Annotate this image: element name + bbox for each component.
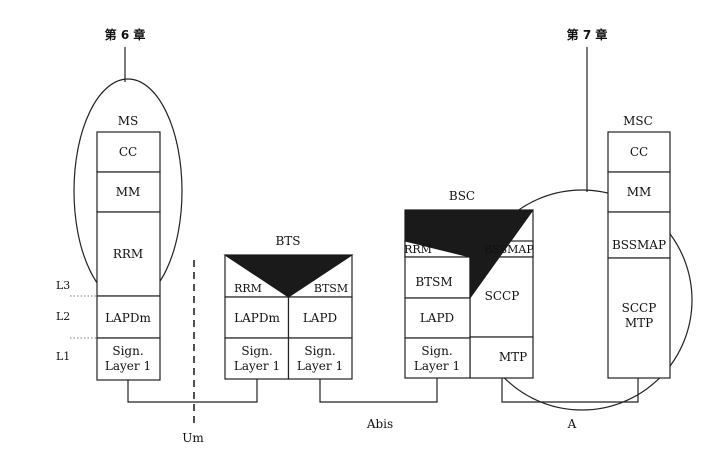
abis-interface-label: Abis	[366, 417, 393, 431]
layer-l1-label: L1	[56, 350, 70, 363]
bts-stack	[223, 254, 354, 380]
bsc-bssmap-label: BSSMAP	[484, 243, 534, 256]
ms-rrm-label: RRM	[113, 247, 143, 261]
bts-lapd-box	[287, 296, 353, 339]
bsc-sign-line2: Layer 1	[414, 359, 460, 373]
ms-sign-line1: Sign.	[112, 344, 143, 358]
um-interface-label: Um	[182, 431, 204, 445]
ms-mm-box	[96, 171, 161, 213]
bsc-wedge	[404, 209, 534, 300]
a-interface-label: A	[567, 417, 577, 431]
ms-mm-label: MM	[116, 185, 141, 199]
bts-lapdm-label: LAPDm	[234, 311, 280, 325]
msc-mm-label: MM	[627, 185, 652, 199]
msc-mm-box	[607, 171, 671, 213]
bts-wedge	[223, 254, 354, 298]
bsc-mtp-box	[469, 336, 534, 379]
bts-title: BTS	[275, 234, 300, 248]
bts-sign-right-box	[287, 337, 353, 380]
msc-stack	[607, 131, 671, 379]
msc-cc-label: CC	[630, 145, 648, 159]
msc-sccp-mtp-box	[607, 257, 671, 379]
bts-rrm-label: RRM	[234, 282, 262, 295]
ms-rrm-box	[96, 211, 161, 297]
ms-cc-label: CC	[119, 145, 137, 159]
msc-mtp-label: MTP	[625, 316, 653, 330]
bsc-stack	[404, 209, 534, 379]
bts-sign-right-line1: Sign.	[304, 344, 335, 358]
msc-bssmap-label: BSSMAP	[612, 238, 666, 252]
bsc-lapd-label: LAPD	[420, 311, 454, 325]
ms-stack	[96, 131, 161, 381]
layer-l2-label: L2	[56, 310, 70, 323]
msc-title: MSC	[623, 114, 653, 128]
bsc-sign-box	[404, 337, 471, 379]
bsc-rrm-label: RRM	[404, 243, 432, 256]
msc-cc-box	[607, 131, 671, 173]
ms-lapdm-label: LAPDm	[105, 311, 151, 325]
bsc-lapd-box	[404, 297, 471, 339]
bsc-sccp-label: SCCP	[485, 289, 520, 303]
ms-sign-line2: Layer 1	[105, 359, 151, 373]
chapter-7-label: 第 7 章	[567, 27, 608, 42]
ms-sign-box	[96, 337, 161, 381]
bsc-mtp-label: MTP	[499, 350, 527, 364]
bsc-btsm-box	[404, 256, 471, 299]
ms-title: MS	[118, 114, 139, 128]
a-link	[501, 378, 639, 403]
bts-sign-right-line2: Layer 1	[297, 359, 343, 373]
bts-btsm-label: BTSM	[314, 282, 348, 295]
msc-bssmap-box	[607, 211, 671, 259]
bts-sign-left-line1: Sign.	[241, 344, 272, 358]
bsc-btsm-label: BTSM	[415, 275, 452, 289]
msc-sccp-label: SCCP	[622, 301, 657, 315]
abis-link	[319, 378, 438, 403]
bts-sign-left-line2: Layer 1	[234, 359, 280, 373]
um-link	[127, 379, 258, 403]
bsc-sign-line1: Sign.	[421, 344, 452, 358]
layer-l3-label: L3	[56, 279, 70, 292]
chapter-6-label: 第 6 章	[105, 27, 146, 42]
bsc-title: BSC	[449, 189, 475, 203]
bts-lapd-label: LAPD	[303, 311, 337, 325]
